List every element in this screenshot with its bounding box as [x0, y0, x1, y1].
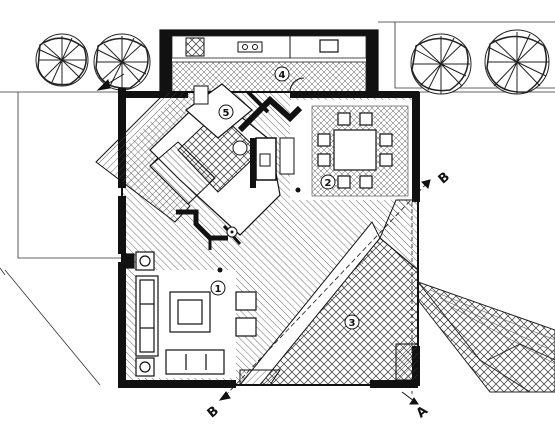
chair: [317, 133, 331, 147]
chair: [379, 133, 393, 147]
room-number-bath: 5: [223, 108, 230, 119]
stair-core: [95, 91, 303, 273]
room-label-kitchen: 4: [274, 66, 290, 82]
exterior-ramp: [417, 281, 555, 393]
chair: [337, 175, 351, 189]
end-table: [135, 357, 155, 377]
tree-icon: [484, 29, 550, 95]
section-marker-b-top: B: [436, 169, 453, 187]
section-marker-b-bottom: B: [205, 403, 222, 421]
sofa: [135, 275, 159, 357]
site-arrow: [96, 73, 125, 91]
room-number-living: 1: [215, 284, 222, 295]
armchair: [235, 317, 257, 337]
dining-table: [333, 129, 377, 171]
chair: [359, 112, 373, 126]
living-set: [121, 251, 257, 377]
room-label-living: 1: [210, 280, 226, 296]
chair: [337, 112, 351, 126]
room-number-dining: 2: [325, 178, 332, 189]
room-labels: 1 2 3 4 5: [210, 66, 360, 330]
room-label-dining: 2: [320, 174, 336, 190]
chair: [317, 153, 331, 167]
tree-group-right: [410, 29, 550, 95]
section-line-b: [218, 179, 431, 401]
chair: [359, 175, 373, 189]
end-table: [135, 251, 155, 271]
chair: [379, 153, 393, 167]
sofa: [165, 349, 225, 375]
room-number-court: 3: [349, 318, 356, 329]
tree-icon: [93, 33, 151, 91]
tree-icon: [410, 33, 472, 95]
dining-set: [317, 112, 393, 189]
tree-group-left: [35, 33, 151, 91]
room-number-kitchen: 4: [279, 70, 286, 81]
kitchen-block: [159, 29, 379, 93]
room-label-court: 3: [344, 314, 360, 330]
court-details: [239, 199, 419, 386]
section-line-a: [401, 202, 419, 405]
armchair: [235, 291, 257, 311]
room-label-bath: 5: [218, 104, 234, 120]
section-marker-a: A: [414, 403, 431, 421]
tree-icon: [35, 33, 89, 87]
